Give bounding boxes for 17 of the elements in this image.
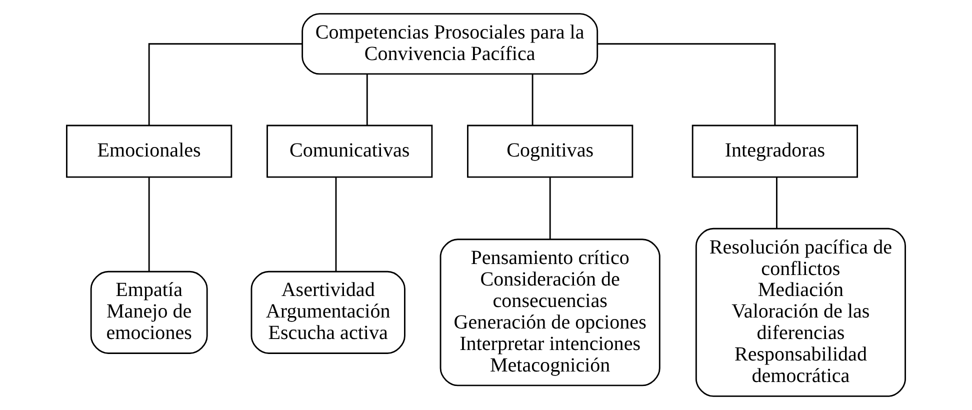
connector: [148, 43, 302, 126]
node-box: Pensamiento crítico Consideración de consecuencias Generación de opciones Interpretar intenciones Metacognición: [440, 238, 660, 386]
connector: [148, 177, 150, 272]
node-box: Competencias Prosociales para la Convivencia Pacífica: [302, 13, 598, 75]
node-box: Emocionales: [66, 124, 232, 178]
connector: [598, 43, 776, 126]
connector: [335, 177, 337, 272]
node-box: Comunicativas: [266, 124, 433, 178]
connector: [366, 74, 368, 126]
node-box: Asertividad Argumentación Escucha activa: [250, 270, 406, 354]
node-box: Resolución pacífica de conflictos Mediación Valoración de las diferencias Responsabilidad democrática: [695, 228, 906, 397]
node-box: Integradoras: [692, 124, 858, 178]
node-box: Cognitivas: [467, 124, 634, 178]
connector: [532, 74, 534, 126]
connector: [549, 177, 551, 240]
connector: [776, 177, 778, 228]
node-box: Empatía Manejo de emociones: [90, 270, 208, 354]
